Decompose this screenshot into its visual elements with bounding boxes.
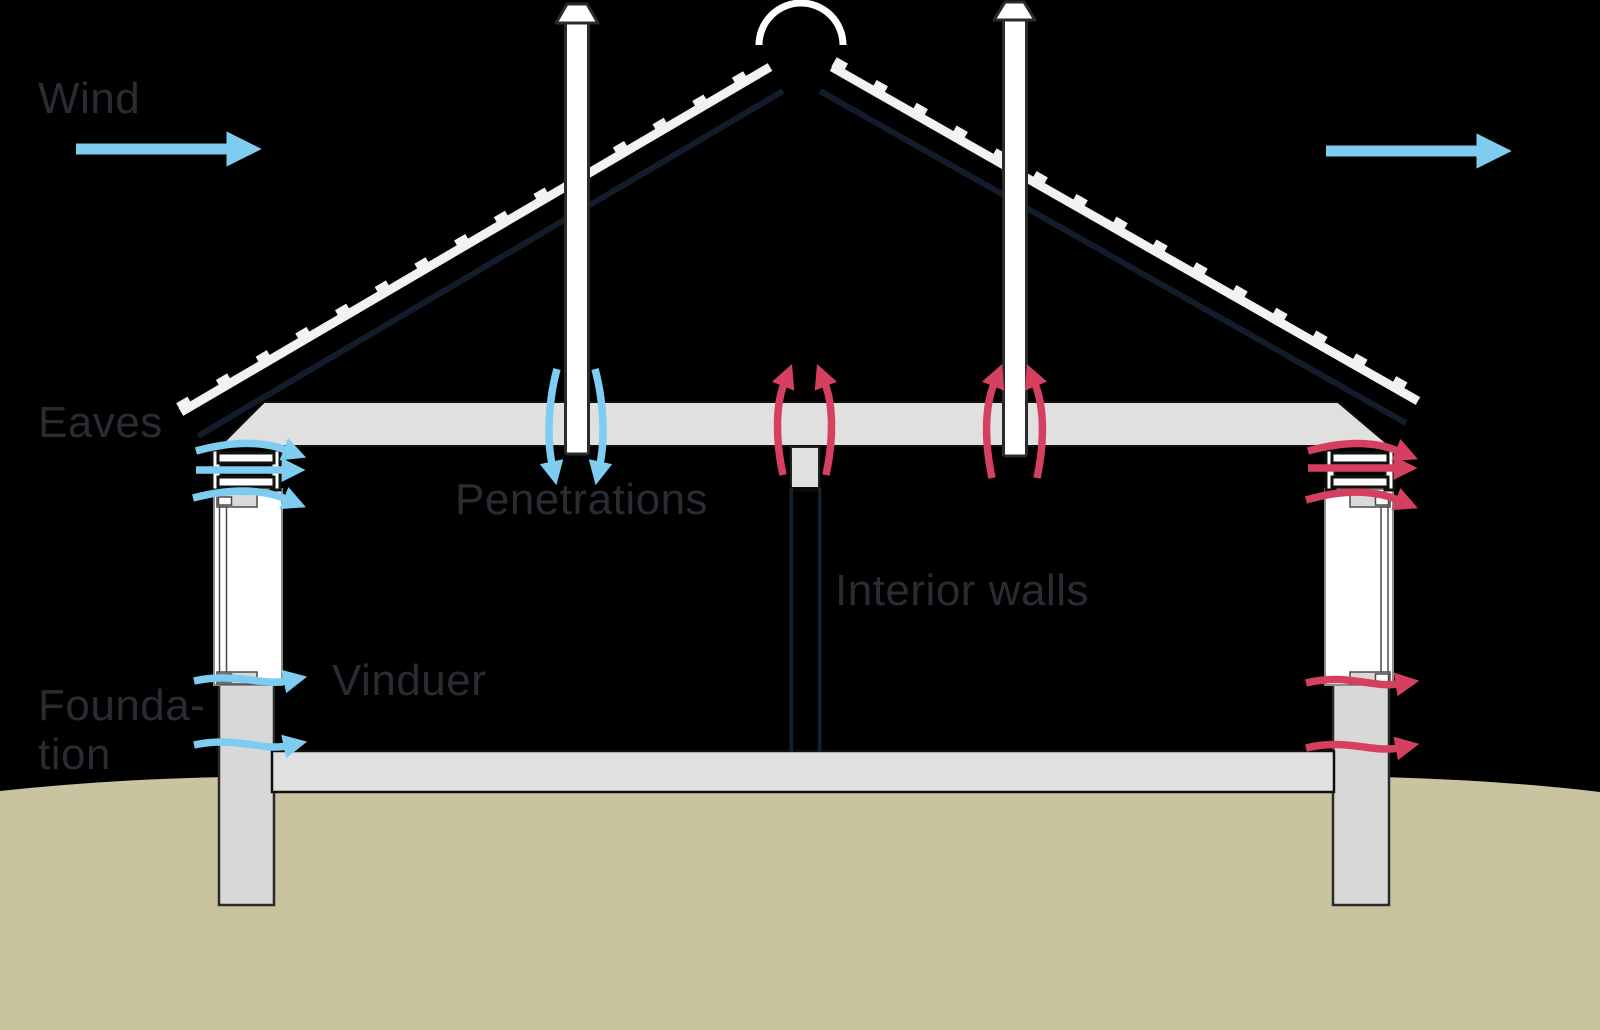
interior-wall (789, 446, 822, 752)
wind-label: Wind (38, 74, 141, 123)
vent-pipe-left (554, 2, 600, 456)
foundation-label-line2: tion (38, 730, 111, 779)
warm-air-arrows (771, 363, 1420, 761)
interior-wall-stub (790, 446, 820, 489)
roof (176, 0, 1423, 439)
foundation-label: Founda- tion (38, 681, 205, 779)
exterior-wall-left (210, 448, 283, 686)
roof-sheathing-right (818, 88, 1408, 426)
window-head-bracket-left (217, 496, 233, 506)
ridge-vent-dome (755, 0, 847, 46)
interior-walls-label: Interior walls (835, 566, 1089, 615)
interior-wall-arrow-right (814, 363, 838, 476)
floor-slab (270, 749, 1336, 794)
vent-cap-right (992, 0, 1037, 22)
chimney-arrow-right (1024, 364, 1048, 479)
window-arrow-right (1305, 672, 1420, 697)
ground (0, 777, 1600, 1030)
eaves-arrow-bottom-left (192, 486, 306, 510)
eaves-arrow-top-left (194, 437, 307, 461)
foundation-right (1331, 681, 1391, 907)
foundation-arrow-right (1305, 736, 1420, 761)
interior-wall-edge-left (789, 488, 793, 752)
vent-cap-left (554, 2, 600, 25)
eaves-arrow-bottom-right (1304, 487, 1418, 511)
roof-sheathing-left (196, 88, 785, 439)
interior-wall-plate (789, 487, 821, 492)
window-glazing-right (1380, 506, 1389, 675)
foundation-arrow-left (193, 734, 308, 759)
penetration-arrow-right (588, 368, 613, 486)
eaves-arrow-top-right (1306, 438, 1418, 462)
penetration-arrow-left (539, 368, 564, 486)
interior-wall-arrow-left (771, 363, 795, 476)
ceiling-slab (217, 401, 1393, 447)
penetrations-label: Penetrations (455, 475, 709, 524)
windows-label: Vinduer (332, 656, 487, 705)
interior-wall-edge-right (818, 488, 822, 752)
window-glazing-left (218, 506, 228, 675)
chimney-arrow-left (981, 364, 1005, 479)
foundation-label-line1: Founda- (38, 681, 206, 730)
foundation-left (217, 681, 276, 907)
eaves-label: Eaves (38, 398, 163, 447)
roof-shingle-steps-right (831, 57, 1423, 401)
roof-shingles-left (178, 63, 773, 416)
cold-air-arrows (76, 131, 1512, 759)
exterior-wall-right (1324, 448, 1396, 686)
window-arrow-left (193, 669, 308, 694)
vent-pipe-right (992, 0, 1037, 458)
